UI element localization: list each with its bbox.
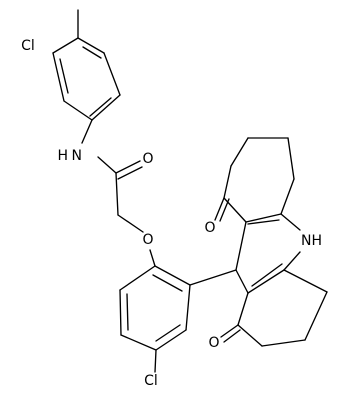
bond (245, 213, 282, 223)
central-ring-bonds (189, 213, 301, 294)
bond (126, 293, 129, 331)
bond (223, 329, 241, 343)
bond (59, 58, 69, 94)
bond (247, 269, 285, 294)
bond (149, 249, 156, 267)
bond (52, 37, 79, 54)
bond (81, 119, 93, 144)
bond (77, 37, 105, 54)
bond (63, 100, 93, 121)
bond (261, 339, 306, 347)
chlorophenoxy-ring-bonds (119, 265, 191, 373)
amide-linker-bonds (81, 119, 156, 267)
bond (117, 166, 143, 180)
amide-oxygen: O (142, 151, 153, 167)
bond (152, 274, 183, 292)
bond (155, 329, 187, 351)
bond (235, 269, 249, 294)
bond (287, 137, 295, 180)
bond (154, 349, 157, 373)
bond (119, 289, 122, 336)
bond (189, 269, 237, 286)
bond (117, 214, 144, 233)
bond (155, 324, 181, 342)
ketone-oxygen-upper: O (204, 220, 215, 236)
bond (115, 172, 119, 216)
bond (237, 292, 249, 326)
bond (52, 52, 65, 102)
bond (247, 219, 280, 225)
lower-cyclohexanone-bonds (220, 269, 328, 347)
bond (235, 221, 247, 271)
bond (251, 263, 283, 287)
bond (283, 269, 328, 293)
ketone-oxygen-lower: O (208, 335, 219, 351)
bond (283, 251, 301, 271)
bond (230, 137, 249, 167)
chlorotolyl-ring-bonds (52, 9, 121, 121)
ether-oxygen: O (142, 232, 153, 248)
nh-group: NH (301, 233, 322, 249)
bond (237, 324, 263, 347)
bond (91, 94, 121, 121)
bond (154, 265, 191, 286)
bond (97, 156, 117, 174)
chlorine-atom-top: Cl (21, 38, 35, 54)
bond (280, 213, 301, 231)
bond (103, 52, 121, 96)
bond (219, 198, 230, 222)
bond (119, 265, 156, 291)
amide-hydrogen: H (57, 148, 68, 164)
bond (115, 160, 141, 174)
upper-cyclohexanone-bonds (214, 137, 295, 223)
chlorine-atom-bottom: Cl (144, 373, 158, 389)
bond (304, 291, 328, 341)
bond (82, 46, 102, 59)
bond (89, 97, 112, 117)
bond (185, 284, 191, 331)
bond (220, 324, 239, 338)
bond (214, 197, 225, 221)
amide-nitrogen: N (72, 148, 82, 164)
bond (120, 334, 157, 351)
bond (280, 178, 295, 215)
bond (223, 165, 232, 199)
